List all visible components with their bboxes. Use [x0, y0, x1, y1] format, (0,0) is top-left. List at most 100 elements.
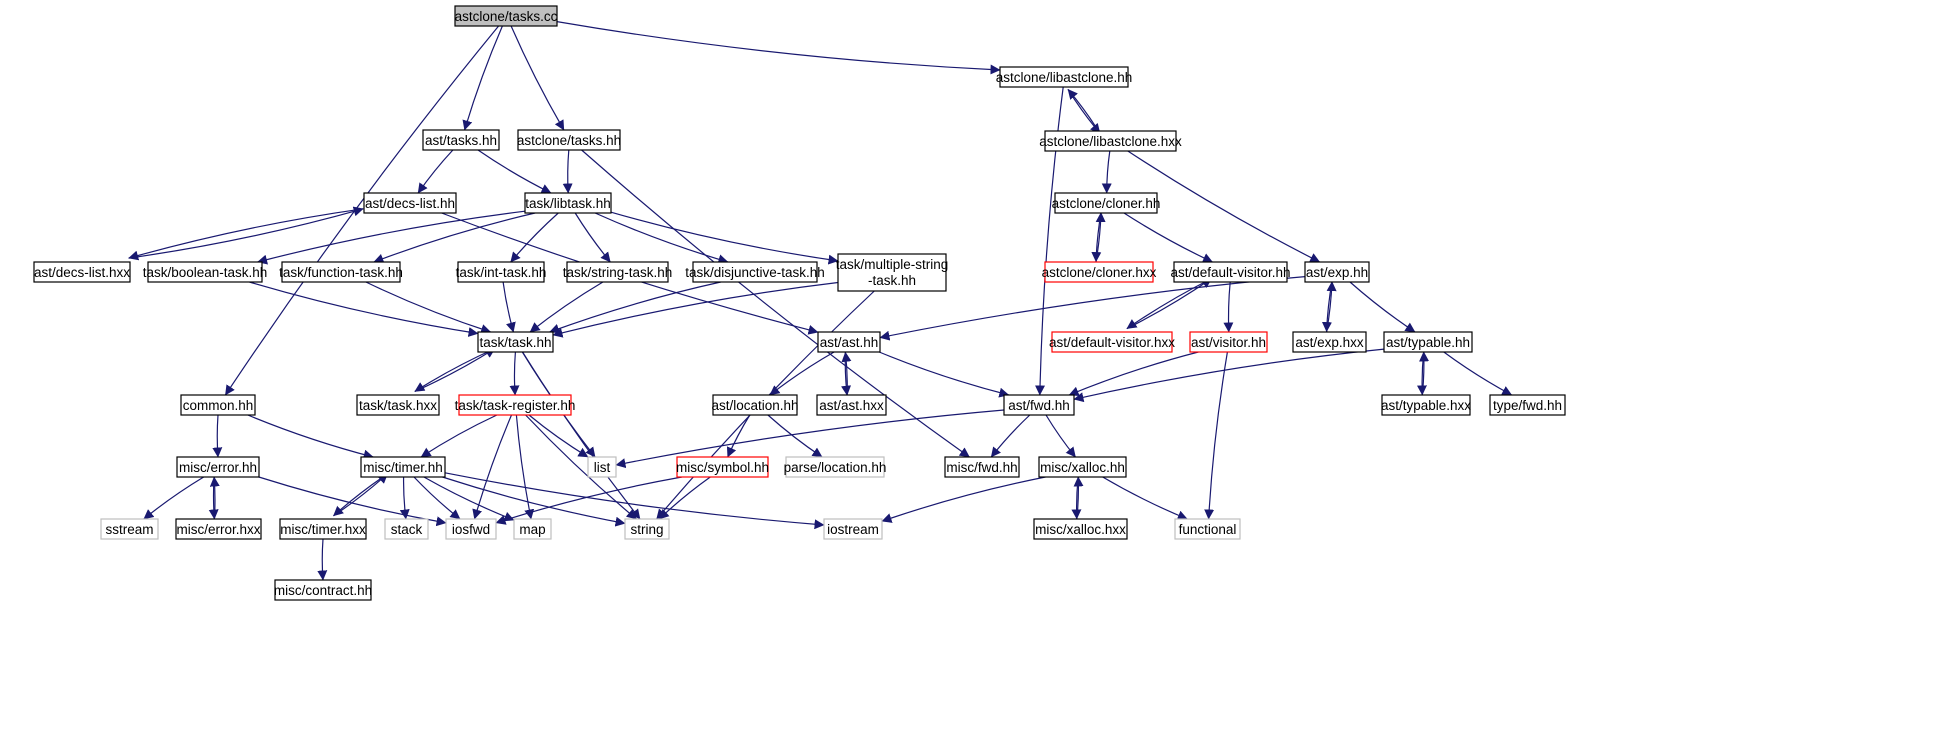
node-box[interactable] — [1044, 130, 1177, 152]
node-task-function-task-hh[interactable]: task/function-task.hh — [279, 261, 403, 283]
node-ast-location-hh[interactable]: ast/location.hh — [711, 394, 799, 416]
node-box[interactable] — [1381, 394, 1471, 416]
node-ast-default-visitor-hxx[interactable]: ast/default-visitor.hxx — [1049, 331, 1175, 353]
node-functional[interactable]: functional — [1174, 518, 1241, 540]
node-ast-ast-hxx[interactable]: ast/ast.hxx — [816, 394, 887, 416]
node-misc-symbol-hh[interactable]: misc/symbol.hh — [676, 456, 769, 478]
node-box[interactable] — [274, 579, 372, 601]
node-box[interactable] — [281, 261, 401, 283]
node-box[interactable] — [1489, 394, 1566, 416]
node-astclone-cloner-hh[interactable]: astclone/cloner.hh — [1052, 192, 1161, 214]
node-task-task-register-hh[interactable]: task/task-register.hh — [455, 394, 576, 416]
node-parse-location-hh[interactable]: parse/location.hh — [784, 456, 887, 478]
node-misc-timer-hxx[interactable]: misc/timer.hxx — [279, 518, 367, 540]
node-ast-typable-hh[interactable]: ast/typable.hh — [1383, 331, 1473, 353]
node-box[interactable] — [587, 456, 617, 478]
node-task-boolean-task-hh[interactable]: task/boolean-task.hh — [143, 261, 268, 283]
node-box[interactable] — [422, 129, 500, 151]
node-box[interactable] — [384, 518, 429, 540]
node-string[interactable]: string — [624, 518, 670, 540]
node-box[interactable] — [458, 394, 572, 416]
node-box[interactable] — [356, 394, 440, 416]
node-map[interactable]: map — [513, 518, 552, 540]
node-list[interactable]: list — [587, 456, 617, 478]
node-task-libtask-hh[interactable]: task/libtask.hh — [524, 192, 612, 214]
node-box[interactable] — [1044, 261, 1154, 283]
node-box[interactable] — [1173, 261, 1288, 283]
node-task-int-task-hh[interactable]: task/int-task.hh — [456, 261, 547, 283]
node-ast-exp-hh[interactable]: ast/exp.hh — [1304, 261, 1370, 283]
node-box[interactable] — [176, 456, 260, 478]
node-astclone-libastclone-hxx[interactable]: astclone/libastclone.hxx — [1039, 130, 1182, 152]
node-box[interactable] — [279, 518, 367, 540]
node-box[interactable] — [454, 5, 558, 27]
node-box[interactable] — [1189, 331, 1268, 353]
node-box[interactable] — [147, 261, 263, 283]
node-ast-ast-hh[interactable]: ast/ast.hh — [817, 331, 881, 353]
node-box[interactable] — [360, 456, 446, 478]
node-misc-xalloc-hh[interactable]: misc/xalloc.hh — [1038, 456, 1127, 478]
node-box[interactable] — [1304, 261, 1370, 283]
node-box[interactable] — [457, 261, 545, 283]
node-box[interactable] — [363, 192, 457, 214]
node-box[interactable] — [1383, 331, 1473, 353]
node-misc-timer-hh[interactable]: misc/timer.hh — [360, 456, 446, 478]
node-ast-default-visitor-hh[interactable]: ast/default-visitor.hh — [1170, 261, 1291, 283]
node-iostream[interactable]: iostream — [823, 518, 883, 540]
node-box[interactable] — [100, 518, 159, 540]
node-box[interactable] — [1033, 518, 1128, 540]
node-root[interactable]: astclone/tasks.cc — [454, 5, 558, 27]
node-misc-error-hh[interactable]: misc/error.hh — [176, 456, 260, 478]
node-box[interactable] — [175, 518, 262, 540]
node-misc-xalloc-hxx[interactable]: misc/xalloc.hxx — [1033, 518, 1128, 540]
node-box[interactable] — [999, 66, 1129, 88]
node-ast-typable-hxx[interactable]: ast/typable.hxx — [1381, 394, 1471, 416]
node-misc-error-hxx[interactable]: misc/error.hxx — [175, 518, 262, 540]
node-box[interactable] — [823, 518, 883, 540]
node-box[interactable] — [33, 261, 131, 283]
node-box[interactable] — [477, 331, 554, 353]
node-task-multiple-string-task-hh[interactable]: task/multiple-string-task.hh — [836, 253, 949, 292]
node-box[interactable] — [816, 394, 887, 416]
node-box[interactable] — [837, 253, 947, 292]
node-misc-fwd-hh[interactable]: misc/fwd.hh — [944, 456, 1020, 478]
node-ast-decs-list-hh[interactable]: ast/decs-list.hh — [363, 192, 457, 214]
node-box[interactable] — [180, 394, 256, 416]
node-box[interactable] — [624, 518, 670, 540]
node-box[interactable] — [517, 129, 621, 151]
node-box[interactable] — [566, 261, 669, 283]
node-stack[interactable]: stack — [384, 518, 429, 540]
node-box[interactable] — [1174, 518, 1241, 540]
node-box[interactable] — [513, 518, 552, 540]
node-box[interactable] — [1051, 331, 1173, 353]
node-box[interactable] — [445, 518, 497, 540]
node-box[interactable] — [692, 261, 818, 283]
node-sstream[interactable]: sstream — [100, 518, 159, 540]
node-type-fwd-hh[interactable]: type/fwd.hh — [1489, 394, 1566, 416]
node-astclone-libastclone-hh[interactable]: astclone/libastclone.hh — [996, 66, 1133, 88]
node-box[interactable] — [1054, 192, 1158, 214]
node-task-string-task-hh[interactable]: task/string-task.hh — [563, 261, 673, 283]
node-astclone-tasks-hh[interactable]: astclone/tasks.hh — [517, 129, 621, 151]
node-misc-contract-hh[interactable]: misc/contract.hh — [274, 579, 372, 601]
node-ast-visitor-hh[interactable]: ast/visitor.hh — [1189, 331, 1268, 353]
node-box[interactable] — [1292, 331, 1367, 353]
node-box[interactable] — [1003, 394, 1075, 416]
node-box[interactable] — [817, 331, 881, 353]
node-ast-exp-hxx[interactable]: ast/exp.hxx — [1292, 331, 1367, 353]
node-box[interactable] — [676, 456, 769, 478]
node-task-disjunctive-task-hh[interactable]: task/disjunctive-task.hh — [685, 261, 825, 283]
node-box[interactable] — [524, 192, 612, 214]
node-ast-fwd-hh[interactable]: ast/fwd.hh — [1003, 394, 1075, 416]
node-ast-tasks-hh[interactable]: ast/tasks.hh — [422, 129, 500, 151]
node-task-task-hh[interactable]: task/task.hh — [477, 331, 554, 353]
node-box[interactable] — [785, 456, 885, 478]
node-box[interactable] — [712, 394, 798, 416]
node-box[interactable] — [1038, 456, 1127, 478]
node-ast-decs-list-hxx[interactable]: ast/decs-list.hxx — [33, 261, 131, 283]
node-common-hh[interactable]: common.hh — [180, 394, 256, 416]
node-task-task-hxx[interactable]: task/task.hxx — [356, 394, 440, 416]
node-astclone-cloner-hxx[interactable]: astclone/cloner.hxx — [1042, 261, 1157, 283]
node-iosfwd[interactable]: iosfwd — [445, 518, 497, 540]
node-box[interactable] — [944, 456, 1020, 478]
